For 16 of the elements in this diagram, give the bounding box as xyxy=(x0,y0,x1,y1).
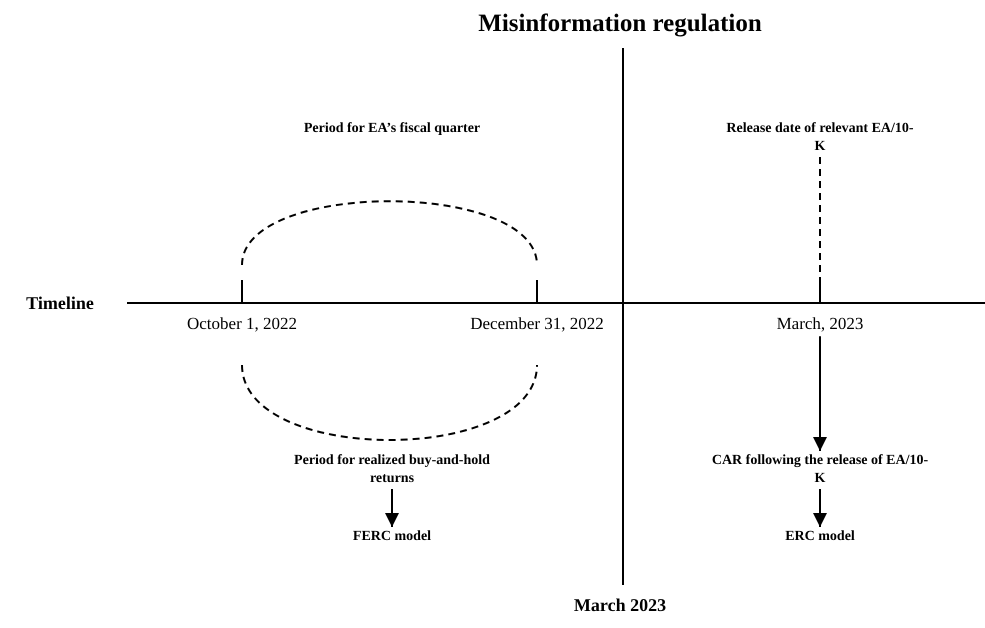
model-label: FERC model xyxy=(317,528,467,546)
date-label: December 31, 2022 xyxy=(462,313,612,334)
model-label: ERC model xyxy=(745,528,895,546)
axis-label: Timeline xyxy=(25,292,95,314)
event-label: Release date of relevant EA/10-K xyxy=(725,120,915,155)
period-label: Period for realized buy-and-hold returns xyxy=(282,452,502,487)
title: Misinformation regulation xyxy=(477,9,763,39)
arrow xyxy=(813,489,827,527)
measure-label: CAR following the release of EA/10-K xyxy=(710,452,930,487)
date-label: October 1, 2022 xyxy=(177,313,307,334)
arrow xyxy=(385,489,399,527)
arrow xyxy=(813,336,827,451)
leader-line xyxy=(819,157,821,292)
period-label: Period for EA’s fiscal quarter xyxy=(297,120,487,138)
date-label: March, 2023 xyxy=(745,313,895,334)
axis-label: March 2023 xyxy=(572,594,668,616)
